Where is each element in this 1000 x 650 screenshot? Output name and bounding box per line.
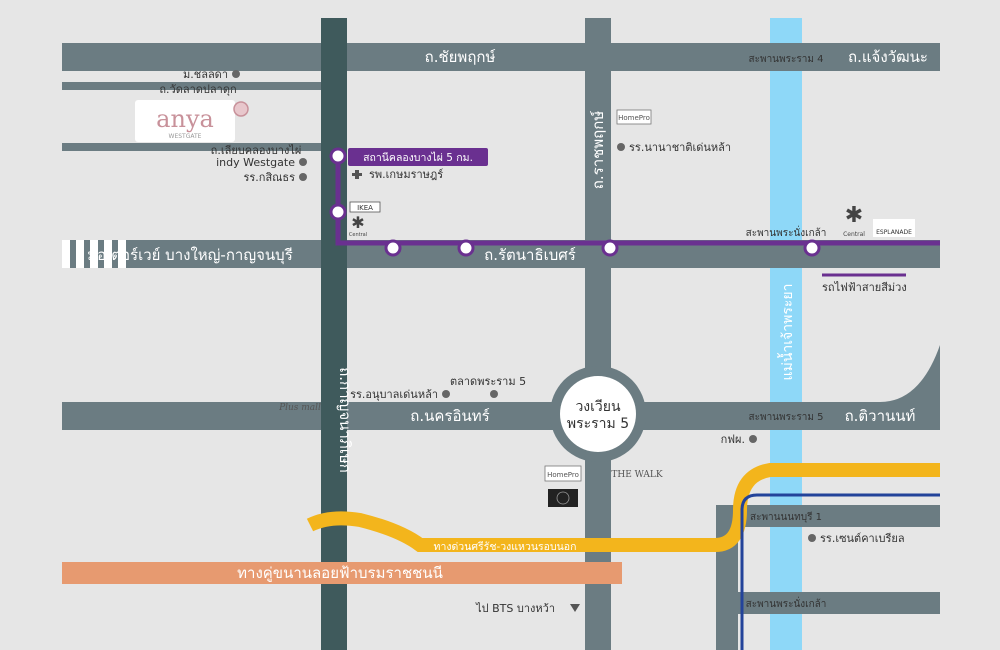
project-location-icon	[233, 101, 249, 117]
logo-the-walk: THE WALK	[611, 470, 663, 480]
road-tiwanon	[802, 345, 940, 430]
logo-ikea: IKEA	[349, 201, 381, 213]
label-bridge-phra-nang-klao: สะพานพระนั่งเกล้า	[746, 225, 827, 239]
label-ratchaphruek: ถ.ราชพฤกษ์	[589, 110, 607, 189]
svg-text:ม.ชลลดา: ม.ชลลดา	[183, 68, 228, 81]
label-river: แม่น้ำเจ้าพระยา	[777, 284, 796, 381]
brand-box	[135, 100, 235, 142]
label-chaengwattana: ถ.แจ้งวัฒนะ	[848, 48, 928, 66]
svg-text:HomePro: HomePro	[547, 471, 579, 479]
road-liap-khlong	[62, 143, 324, 151]
svg-text:รร.เซนต์คาเบรียล: รร.เซนต์คาเบรียล	[820, 532, 905, 545]
landmark-talad-rama5: ตลาดพระราม 5	[450, 375, 526, 398]
svg-text:✱: ✱	[351, 213, 364, 232]
svg-text:ตลาดพระราม 5: ตลาดพระราม 5	[450, 375, 526, 388]
svg-text:Central: Central	[843, 231, 865, 238]
label-kanchanaphisek: ถ.กาญจนาภิเษก	[336, 367, 354, 473]
logo-homepro-2: HomePro	[544, 465, 582, 482]
svg-text:รร.กสิณธร: รร.กสิณธร	[243, 171, 295, 184]
label-tiwanon: ถ.ติวานนท์	[845, 407, 916, 425]
logo-esplanade: ESPLANADE	[873, 219, 915, 237]
label-roundabout-line2: พระราม 5	[567, 416, 629, 432]
svg-text:THE WALK: THE WALK	[611, 470, 663, 480]
landmark-hospital: รพ.เกษมราษฎร์	[352, 168, 443, 181]
down-arrow-icon	[570, 604, 580, 612]
label-bridge-rama5: สะพานพระราม 5	[749, 412, 824, 423]
purple-line-stations	[329, 147, 821, 257]
logo-central-2: ✱ Central	[843, 203, 865, 238]
label-bridge-phra-nang-klao-lower: สะพานพระนั่งเกล้า	[746, 596, 827, 610]
chao-phraya-river	[770, 18, 802, 650]
label-motorway: มอเตอร์เวย์ บางใหญ่-กาญจนบุรี	[87, 246, 293, 265]
logo-crystal	[548, 489, 578, 507]
landmark-kasintorn: รร.กสิณธร	[243, 171, 307, 184]
brand-name: anya	[156, 105, 214, 133]
purple-line-legend: รถไฟฟ้าสายสีม่วง	[822, 273, 907, 294]
road-phra-nang-klao-lower	[735, 592, 940, 614]
road-nakhon-in	[62, 402, 940, 430]
landmark-anuban-school: รร.อนุบาลเด่นหล้า	[350, 388, 450, 401]
blue-line-train	[740, 493, 940, 650]
logo-homepro-1: HomePro	[616, 109, 652, 125]
label-liap-khlong: ถ.เลียบคลองบางไผ่	[211, 144, 302, 157]
svg-text:HomePro: HomePro	[618, 114, 650, 122]
brand-sub: WESTGATE	[169, 133, 202, 140]
svg-text:IKEA: IKEA	[357, 204, 373, 212]
svg-text:ไป BTS บางหว้า: ไป BTS บางหว้า	[475, 602, 555, 615]
landmark-pea: กฟผ.	[721, 433, 757, 446]
roundabout-center	[560, 376, 636, 452]
label-rattanathibet: ถ.รัตนาธิเบศร์	[484, 246, 576, 264]
landmark-nanachat-school: รร.นานาชาติเด่นหล้า	[617, 141, 731, 154]
svg-text:รร.อนุบาลเด่นหล้า: รร.อนุบาลเด่นหล้า	[350, 388, 438, 401]
svg-text:Plus mall: Plus mall	[278, 403, 321, 413]
road-nonthaburi1	[735, 505, 940, 527]
purple-line-train	[335, 156, 940, 246]
label-borommaratchachonnani: ทางคู่ขนานลอยฟ้าบรมราชชนนี	[237, 564, 443, 582]
svg-text:Central: Central	[349, 232, 367, 238]
road-kanchanaphisek	[321, 18, 347, 650]
road-wat-lat-pla-duk	[62, 82, 324, 90]
station-badge-bg	[348, 148, 488, 166]
svg-text:รถไฟฟ้าสายสีม่วง: รถไฟฟ้าสายสีม่วง	[822, 281, 907, 294]
label-bridge-rama4: สะพานพระราม 4	[749, 54, 824, 65]
label-si-rat-expressway: ทางด่วนศรีรัช-วงแหวนรอบนอก	[434, 540, 577, 553]
label-bridge-nonthaburi1: สะพานนนทบุรี 1	[750, 511, 822, 523]
label-chaiyaphruek: ถ.ชัยพฤกษ์	[425, 48, 496, 66]
expressway-line	[306, 463, 940, 552]
svg-text:รพ.เกษมราษฎร์: รพ.เกษมราษฎร์	[369, 168, 443, 181]
label-nakhon-in: ถ.นครอินทร์	[410, 407, 489, 425]
logo-plus-mall: Plus mall	[278, 403, 321, 413]
road-borommaratchachonnani	[62, 562, 622, 584]
landmark-chonlada: ม.ชลลดา	[183, 68, 240, 81]
logo-central-1: ✱ Central	[349, 213, 367, 238]
landmark-bts: ไป BTS บางหว้า	[475, 602, 580, 615]
svg-text:รร.นานาชาติเด่นหล้า: รร.นานาชาติเด่นหล้า	[629, 141, 731, 154]
landmark-saint-gabriel: รร.เซนต์คาเบรียล	[808, 532, 905, 545]
label-roundabout-line1: วงเวียน	[575, 399, 621, 415]
label-wat-lat-pla-duk: ถ.วัดลาดปลาดุก	[159, 83, 236, 96]
svg-text:indy Westgate: indy Westgate	[216, 156, 295, 169]
svg-text:กฟผ.: กฟผ.	[721, 433, 745, 446]
station-badge-text: สถานีคลองบางไผ่ 5 กม.	[363, 151, 473, 164]
road-chaiyaphruek	[62, 43, 940, 71]
landmark-indy-westgate: indy Westgate	[216, 156, 307, 169]
svg-text:ESPLANADE: ESPLANADE	[876, 229, 912, 236]
motorway-dashes	[62, 240, 126, 268]
svg-text:✱: ✱	[845, 203, 863, 228]
